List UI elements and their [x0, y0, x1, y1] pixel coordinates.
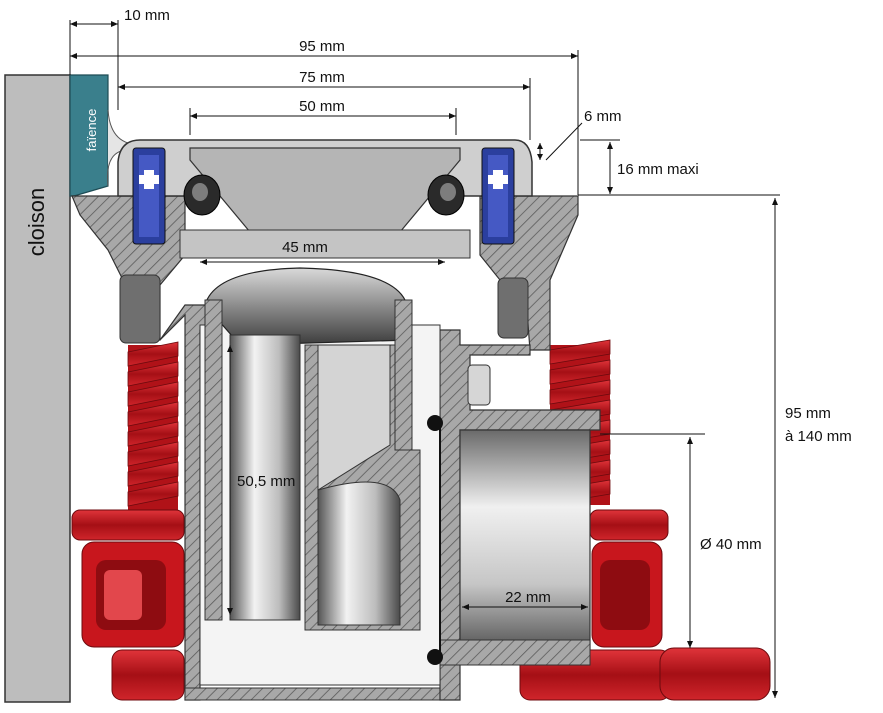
- dim-22mm-label: 22 mm: [505, 589, 551, 606]
- dim-50mm-label: 50 mm: [299, 98, 345, 115]
- tile: [69, 74, 109, 197]
- dim-6mm-label: 6 mm: [584, 108, 622, 125]
- dim-height-label-2: à 140 mm: [785, 428, 852, 445]
- dim-75mm-label: 75 mm: [299, 69, 345, 86]
- dim-45mm-label: 45 mm: [282, 239, 328, 256]
- outlet-pipe: [459, 429, 591, 651]
- dimension-lines: [69, 20, 780, 698]
- left-spring: [127, 341, 179, 510]
- body-bottom: [184, 687, 461, 701]
- wall-label: cloison: [24, 188, 49, 256]
- dim-16mm-label: 16 mm maxi: [617, 161, 699, 178]
- dim-height-label-1: 95 mm: [785, 405, 831, 422]
- right-screw: [481, 147, 515, 245]
- dim-50-5mm-label: 50,5 mm: [237, 473, 295, 490]
- dim-diameter-label: Ø 40 mm: [700, 536, 762, 553]
- right-clamp-nut: [519, 509, 771, 701]
- dim-95mm-top-label: 95 mm: [299, 38, 345, 55]
- grate-bowl: [189, 147, 461, 233]
- siphon-dome: [204, 267, 411, 346]
- left-screw: [132, 147, 166, 245]
- body-wall-right: [439, 329, 601, 701]
- siphon-tube: [204, 299, 223, 621]
- tile-label: faïence: [84, 109, 99, 152]
- dim-10mm-label: 10 mm: [124, 7, 170, 24]
- left-clamp-nut: [71, 509, 185, 701]
- wall: [4, 74, 71, 703]
